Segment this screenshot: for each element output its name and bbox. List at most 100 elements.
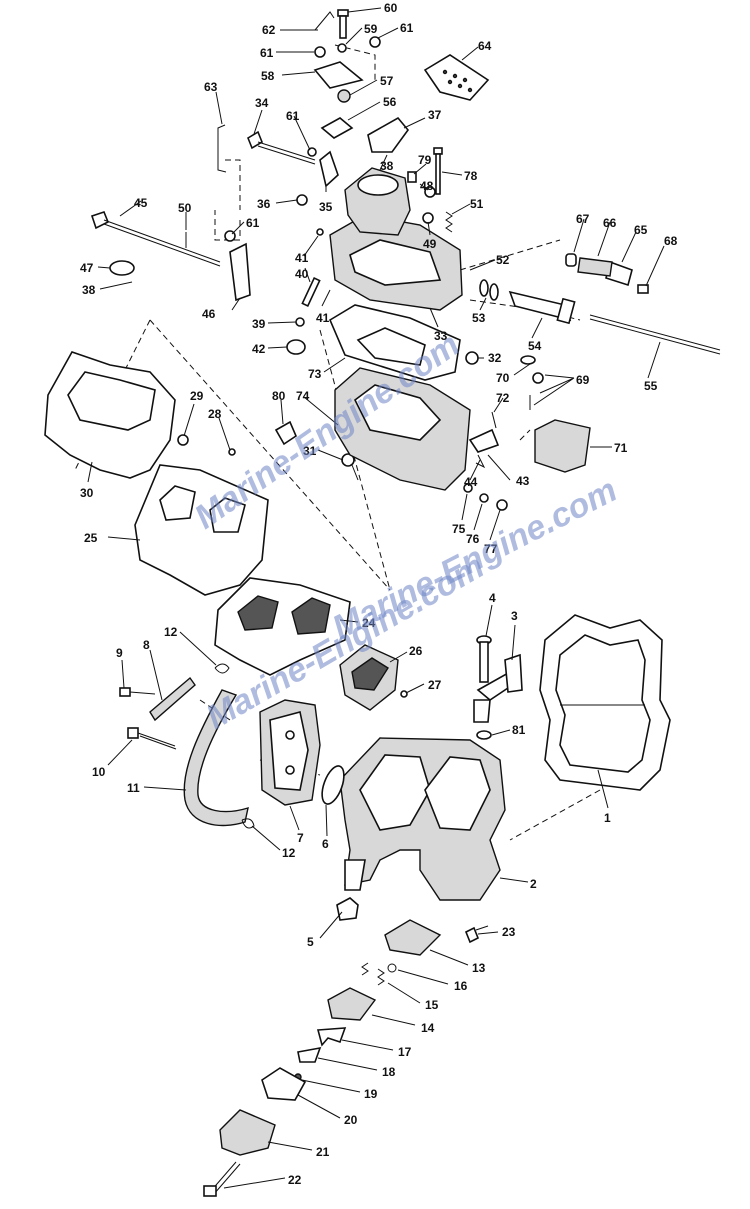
callout-59: 59 xyxy=(364,22,378,36)
callout-79: 79 xyxy=(418,153,432,167)
callout-45: 45 xyxy=(134,196,148,210)
callout-4: 4 xyxy=(489,591,496,605)
part-35-lever xyxy=(319,150,339,188)
part-42-disc xyxy=(286,339,306,355)
callout-22: 22 xyxy=(288,1173,302,1187)
part-34-shaft xyxy=(247,130,316,165)
part-39-ball xyxy=(295,317,305,327)
callout-52: 52 xyxy=(496,253,510,267)
callout-43: 43 xyxy=(516,474,530,488)
part-13-plate xyxy=(384,919,442,956)
callout-56: 56 xyxy=(383,95,397,109)
callout-26: 26 xyxy=(409,644,423,658)
callout-37: 37 xyxy=(428,108,442,122)
callout-57: 57 xyxy=(380,74,394,88)
callout-61-d: 61 xyxy=(246,216,260,230)
part-10-bolt xyxy=(127,727,177,750)
part-7-fuel-pump xyxy=(259,699,321,806)
part-72-pin xyxy=(491,411,497,429)
part-55-rod xyxy=(589,314,721,355)
callout-34: 34 xyxy=(255,96,269,110)
callout-41-a: 41 xyxy=(295,251,309,265)
callout-62: 62 xyxy=(262,23,276,37)
part-61-nut-b xyxy=(369,36,381,48)
part-73-gasket xyxy=(328,304,461,381)
part-9-bolt xyxy=(119,687,156,697)
part-77-screw xyxy=(496,499,508,511)
part-59-washer xyxy=(337,43,347,53)
part-61-nut-a xyxy=(314,46,326,58)
part-30-gasket xyxy=(44,351,176,479)
part-78-screw xyxy=(433,147,443,195)
callout-47: 47 xyxy=(80,261,94,275)
callout-21: 21 xyxy=(316,1145,330,1159)
part-5-plug xyxy=(336,897,359,921)
callout-75: 75 xyxy=(452,522,466,536)
callout-44: 44 xyxy=(464,475,478,489)
callout-53: 53 xyxy=(472,311,486,325)
part-23-screw xyxy=(464,925,489,944)
callout-16: 16 xyxy=(454,979,468,993)
callout-51: 51 xyxy=(470,197,484,211)
callout-27: 27 xyxy=(428,678,442,692)
callout-80: 80 xyxy=(272,389,286,403)
callout-2: 2 xyxy=(530,877,537,891)
callout-35: 35 xyxy=(319,200,333,214)
part-68-screw xyxy=(637,284,649,294)
part-60-screw xyxy=(337,9,349,39)
callout-33: 33 xyxy=(434,329,448,343)
part-79-screw xyxy=(407,171,417,183)
part-74-float-chamber xyxy=(334,367,471,491)
part-1-gasket xyxy=(539,614,671,791)
callout-20: 20 xyxy=(344,1113,358,1127)
part-76-washer xyxy=(479,493,489,503)
part-11-hose xyxy=(183,689,249,827)
part-37-plate xyxy=(367,116,410,153)
part-6-oring xyxy=(321,765,345,805)
callout-68: 68 xyxy=(664,234,678,248)
part-47-knob xyxy=(109,260,135,276)
part-63-link xyxy=(217,124,227,173)
callout-64: 64 xyxy=(478,39,492,53)
callout-40: 40 xyxy=(295,267,309,281)
part-2-manifold xyxy=(339,737,506,901)
part-36-washer xyxy=(296,194,308,206)
part-32-plug xyxy=(465,351,479,365)
part-54-tube xyxy=(508,290,576,325)
callout-54: 54 xyxy=(528,339,542,353)
callout-70: 70 xyxy=(496,371,510,385)
part-38-carb-top xyxy=(344,167,411,236)
part-18-valve xyxy=(297,1046,322,1063)
callout-61-a: 61 xyxy=(260,46,274,60)
callout-30: 30 xyxy=(80,486,94,500)
callout-17: 17 xyxy=(398,1045,412,1059)
callout-31: 31 xyxy=(303,444,317,458)
part-28-screw xyxy=(228,448,236,456)
part-80-fitting xyxy=(274,420,297,446)
part-69-nut xyxy=(532,372,544,384)
part-16-spring xyxy=(361,962,369,976)
callout-69: 69 xyxy=(576,373,590,387)
callout-74: 74 xyxy=(296,389,310,403)
part-22-bolt xyxy=(203,1161,241,1197)
part-71-filter-box xyxy=(534,419,591,473)
part-64-cover xyxy=(423,54,490,101)
part-75-screw xyxy=(463,483,473,493)
callout-76: 76 xyxy=(466,532,480,546)
callout-25: 25 xyxy=(84,531,98,545)
parts xyxy=(44,9,721,1197)
part-52-oring xyxy=(479,279,489,297)
callout-60: 60 xyxy=(384,1,398,15)
callout-29: 29 xyxy=(190,389,204,403)
part-81-washer xyxy=(476,730,492,740)
leader-lines xyxy=(87,7,665,1189)
callout-32: 32 xyxy=(488,351,502,365)
part-49-washer xyxy=(422,212,434,224)
part-21-pump-cover xyxy=(219,1109,276,1156)
part-62-rod xyxy=(314,11,335,31)
callout-5: 5 xyxy=(307,935,314,949)
part-20-gasket xyxy=(261,1067,307,1101)
callout-10: 10 xyxy=(92,765,106,779)
callout-61-c: 61 xyxy=(286,109,300,123)
callout-38-left: 38 xyxy=(82,283,96,297)
